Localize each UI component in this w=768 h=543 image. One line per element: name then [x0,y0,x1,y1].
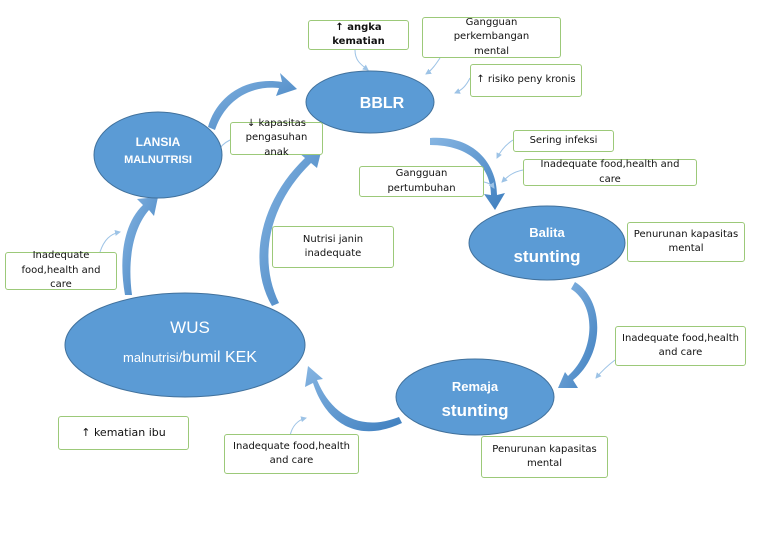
note-gangguan-pertumbuhan: Gangguan pertumbuhan [359,166,484,197]
node-remaja-shape [395,358,555,436]
connector-inadequate-top [501,169,524,183]
node-wus-shape [64,292,306,398]
arrow-lansia-to-bblr [208,73,297,130]
note-inadequate-top: Inadequate food,health and care [523,159,697,186]
note-inadequate-top-text: Inadequate food,health and care [540,159,680,185]
note-inadequate-left-line1: Inadequate [32,250,90,262]
note-penurunan-remaja-line2: mental [526,458,563,469]
note-penurunan-balita-line1: Penurunan kapasitas [633,228,739,240]
note-risiko-text: ↑ risiko peny kronis [476,74,576,86]
note-kapasitas-line2: pengasuhan anak [245,132,308,158]
note-inadequate-bottom: Inadequate food,health and care [224,434,359,474]
note-penurunan-balita-text: Penurunan kapasitas mental [634,228,738,257]
arrow-balita-to-remaja [558,282,598,388]
note-kapasitas-line1: ↓ kapasitas [246,117,307,129]
note-inadequate-right-text: Inadequate food,health and care [622,332,739,361]
note-inadequate-right-line1: Inadequate food,health [622,332,739,344]
arrow-wus-to-lansia [122,197,158,295]
node-lansia-label-1: LANSIA [136,135,181,149]
node-wus-label-2a: malnutrisi/ [123,350,183,365]
connector-inadequate-right [595,359,616,379]
connector-sering-infeksi [496,139,514,159]
connector-angka-kematian [354,49,369,71]
note-inadequate-bottom-text: Inadequate food,health and care [233,440,350,469]
note-nutrisi-janin: Nutrisi janin inadequate [272,226,394,268]
note-inadequate-bottom-line2: and care [269,455,314,466]
note-penurunan-remaja: Penurunan kapasitas mental [481,436,608,478]
node-remaja-label-1: Remaja [452,379,499,394]
cycle-arrows [122,73,598,432]
note-kapasitas-text: ↓ kapasitas pengasuhan anak [236,117,317,161]
node-bblr-label: BBLR [360,95,405,112]
note-inadequate-right: Inadequate food,health and care [615,326,746,366]
node-remaja-label-2: stunting [441,401,508,420]
note-sering-infeksi: Sering infeksi [513,130,614,152]
note-nutrisi-janin-line2: inadequate [304,248,362,259]
arrow-remaja-to-wus [305,366,402,432]
arrow-bblr-to-balita [430,137,505,210]
note-penurunan-remaja-line1: Penurunan kapasitas [492,443,597,455]
note-sering-infeksi-text: Sering infeksi [529,134,598,146]
node-wus-label-1: WUS [170,318,210,337]
connector-gangguan-pertumbuhan [483,181,495,189]
node-wus-label-2: malnutrisi/bumil KEK [123,349,257,366]
note-nutrisi-janin-text: Nutrisi janin inadequate [303,233,363,262]
note-penurunan-balita-line2: mental [668,243,704,254]
note-inadequate-bottom-line1: Inadequate food,health [233,440,350,452]
note-kapasitas-pengasuhan: ↓ kapasitas pengasuhan anak [230,118,323,158]
note-kematian-ibu: ↑ kematian ibu [58,416,189,450]
note-angka-kematian: ↑ angka kematian [308,20,409,50]
node-wus-label-2b: bumil KEK [182,349,257,366]
note-inadequate-left-line2: food,health and care [21,264,101,291]
note-gangguan-perkembangan: Gangguan perkembangan mental [422,17,561,58]
note-inadequate-left-text: Inadequate food,health and care [11,249,111,293]
note-gangguan-pertumbuhan-text: Gangguan pertumbuhan [387,168,456,194]
node-balita-label-1: Balita [529,225,565,240]
note-gangguan-perkembangan-line2: mental [473,45,510,57]
note-risiko-peny-kronis: ↑ risiko peny kronis [470,64,582,97]
connector-inadequate-bottom [289,416,307,437]
note-inadequate-left: Inadequate food,health and care [5,249,117,293]
node-balita-shape [468,205,626,281]
note-angka-kematian-text: ↑ angka kematian [332,21,385,48]
note-gangguan-perkembangan-text: Gangguan perkembangan mental [428,16,555,60]
node-balita-label-2: stunting [513,247,580,266]
cycle-nodes: BBLR LANSIA MALNUTRISI Balita stunting R… [64,70,626,436]
node-lansia-shape [93,111,223,199]
note-kematian-ibu-text: ↑ kematian ibu [81,426,166,440]
connector-inadequate-left [99,230,121,253]
node-lansia-label-2: MALNUTRISI [124,154,192,166]
connector-gangguan-perkembangan [425,57,441,75]
note-penurunan-balita: Penurunan kapasitas mental [627,222,745,262]
connector-arrows [99,49,616,437]
note-gangguan-perkembangan-line1: Gangguan perkembangan [453,16,530,43]
note-penurunan-remaja-text: Penurunan kapasitas mental [492,443,596,472]
note-nutrisi-janin-line1: Nutrisi janin [302,233,364,245]
note-inadequate-right-line2: and care [658,347,703,358]
node-bblr-shape [305,70,435,134]
connector-risiko [454,77,471,94]
arrow-wus-to-bblr [259,148,322,306]
